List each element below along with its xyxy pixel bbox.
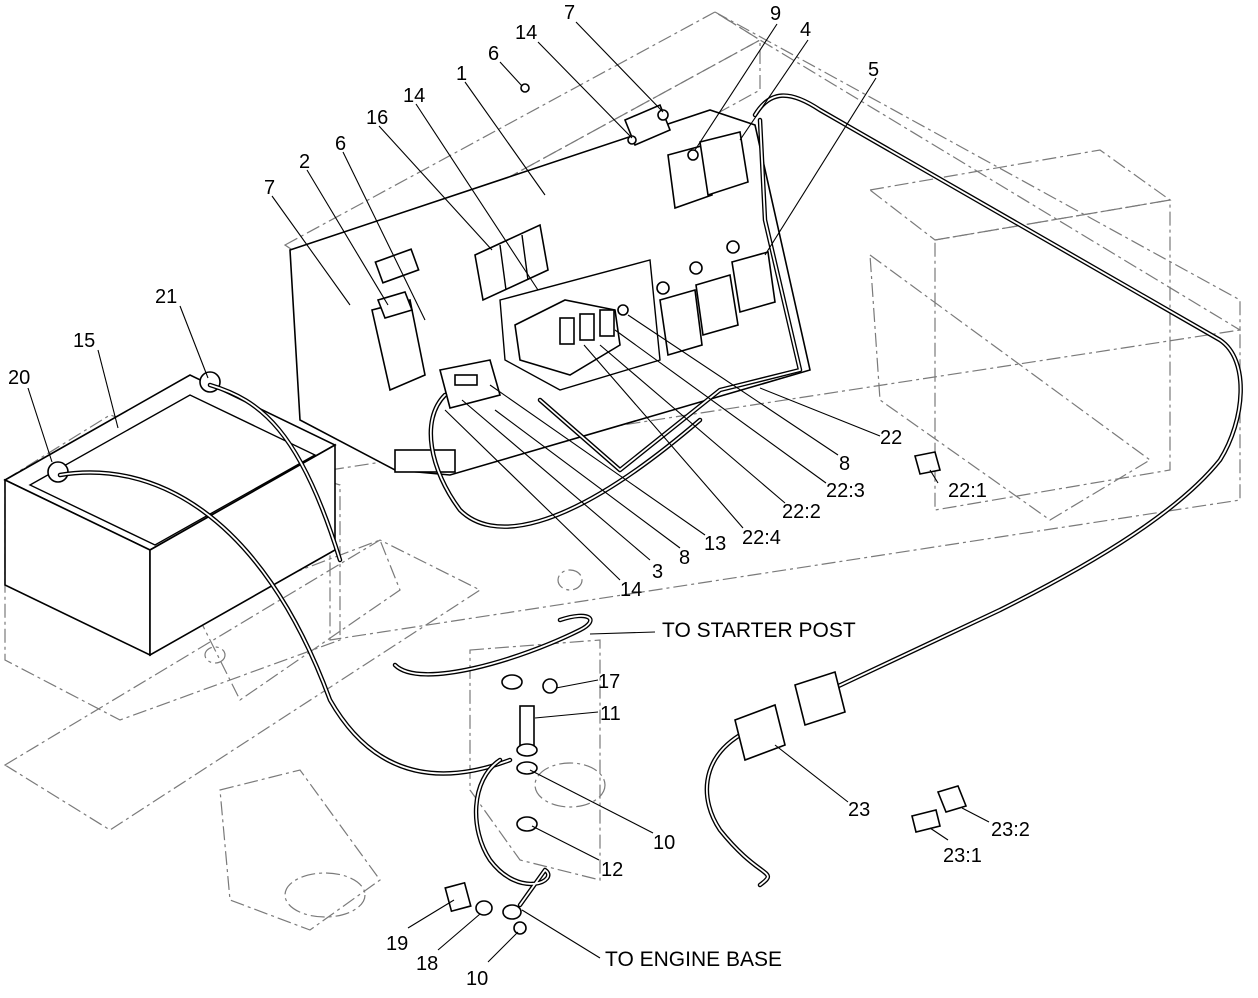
callout-6: 6 <box>335 133 346 155</box>
harness-connectors <box>734 451 968 833</box>
callout-1: 1 <box>456 63 467 85</box>
callout-7a: 7 <box>564 2 575 24</box>
callout-7b: 7 <box>264 177 275 199</box>
callout-13: 13 <box>704 533 726 555</box>
callout-22-4: 22:4 <box>742 527 781 549</box>
callout-9: 9 <box>770 3 781 25</box>
callout-labels: 7 9 4 14 6 1 5 14 16 6 2 7 21 15 20 22 8… <box>8 2 1030 990</box>
callout-19: 19 <box>386 933 408 955</box>
callout-6-top: 6 <box>488 43 499 65</box>
callout-22: 22 <box>880 427 902 449</box>
note-to-starter-post: TO STARTER POST <box>662 619 856 642</box>
callout-16: 16 <box>366 107 388 129</box>
callout-8b: 8 <box>679 547 690 569</box>
callout-23-1: 23:1 <box>943 845 982 867</box>
battery <box>3 371 337 657</box>
callout-23: 23 <box>848 799 870 821</box>
callout-14-low: 14 <box>620 579 642 601</box>
callout-15: 15 <box>73 330 95 352</box>
callout-3: 3 <box>652 561 663 583</box>
callout-10-a: 10 <box>653 832 675 854</box>
callout-22-2: 22:2 <box>782 501 821 523</box>
leader-lines <box>27 21 990 963</box>
callout-18: 18 <box>416 953 438 975</box>
callout-22-1: 22:1 <box>948 480 987 502</box>
callout-5: 5 <box>868 59 879 81</box>
control-module <box>371 291 426 392</box>
wiring-harness <box>57 93 1243 908</box>
relays-upper <box>667 131 749 210</box>
callout-11: 11 <box>600 703 621 725</box>
chassis-frame-phantom <box>3 11 1241 931</box>
callout-8a: 8 <box>839 453 850 475</box>
callout-14-mid: 14 <box>403 85 425 107</box>
callout-10-b: 10 <box>466 968 488 990</box>
callout-22-3: 22:3 <box>826 480 865 502</box>
callout-12: 12 <box>601 859 623 881</box>
note-to-engine-base: TO ENGINE BASE <box>605 948 782 971</box>
callout-2: 2 <box>299 151 310 173</box>
relays-lower <box>656 240 776 357</box>
bracket <box>520 83 672 147</box>
callout-4: 4 <box>800 19 811 41</box>
callout-23-2: 23:2 <box>991 819 1030 841</box>
callout-21: 21 <box>155 286 177 308</box>
callout-17: 17 <box>598 671 620 693</box>
terminal-block <box>439 359 501 409</box>
ground-hardware <box>444 674 558 935</box>
callout-20: 20 <box>8 367 30 389</box>
callout-14-top: 14 <box>515 22 537 44</box>
